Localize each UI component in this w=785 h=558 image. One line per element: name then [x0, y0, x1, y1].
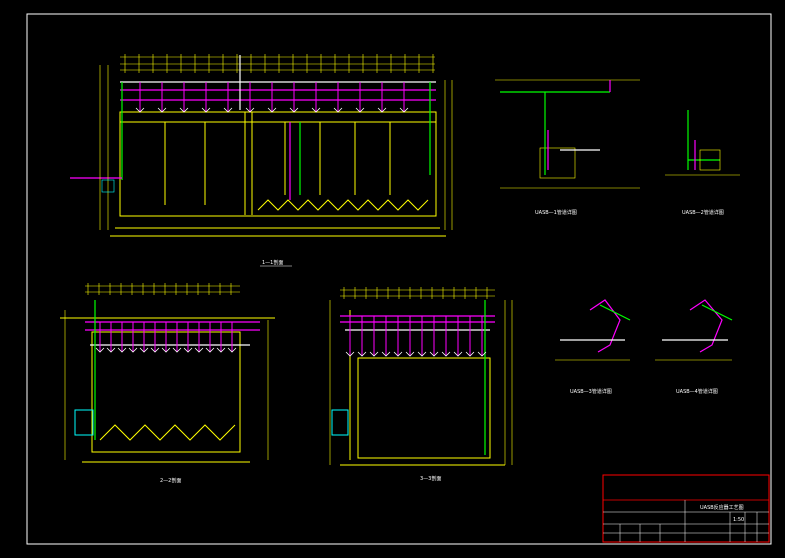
pipe-nozzle	[355, 107, 365, 113]
detail-1-caption: UASB—1管道详图	[535, 209, 577, 216]
pipe-nozzle	[477, 351, 487, 357]
detail-2-caption: UASB—2管道详图	[682, 209, 724, 216]
pipe-nozzle	[205, 347, 215, 353]
title-block-scale: 1:50	[733, 517, 744, 523]
section-2-2-side-dimensions	[64, 310, 269, 460]
title-block-project: UASB反应器工艺图	[700, 504, 744, 511]
detail-4-view: UASB—4管道详图	[655, 299, 733, 395]
pipe-nozzle	[381, 351, 391, 357]
pipe-nozzle	[183, 347, 193, 353]
pipe-nozzle	[399, 107, 409, 113]
pipe-nozzle	[393, 351, 403, 357]
pipe-nozzle	[139, 347, 149, 353]
pipe-nozzle	[377, 107, 387, 113]
pipe-nozzle	[267, 107, 277, 113]
pipe-nozzle	[429, 351, 439, 357]
pipe-nozzle	[157, 107, 167, 113]
pipe-nozzle	[95, 347, 105, 353]
pipe-nozzle	[106, 347, 116, 353]
pipe-nozzle	[245, 107, 255, 113]
pipe-nozzle	[172, 347, 182, 353]
pipe-nozzle	[465, 351, 475, 357]
section-1-1-tank	[110, 111, 446, 237]
section-3-3-side-dimensions	[329, 300, 513, 465]
title-block: UASB反应器工艺图 1:50	[602, 474, 770, 543]
pipe-nozzle	[117, 347, 127, 353]
section-2-2-caption: 2—2剖面	[160, 477, 181, 484]
pipe-nozzle	[369, 351, 379, 357]
section-2-2-top-dimensions	[85, 283, 240, 295]
detail-2-view: UASB—2管道详图	[665, 110, 740, 216]
detail-1-view: UASB—1管道详图	[495, 79, 640, 216]
pipe-nozzle	[417, 351, 427, 357]
pipe-nozzle	[216, 347, 226, 353]
section-2-2-tank	[60, 317, 275, 463]
pipe-nozzle	[161, 347, 171, 353]
pipe-nozzle	[135, 107, 145, 113]
pipe-nozzle	[150, 347, 160, 353]
section-1-1-top-dimensions	[120, 54, 435, 73]
pipe-nozzle	[345, 351, 355, 357]
section-2-2-pipes	[85, 300, 260, 440]
section-3-3-view: 3—3剖面	[329, 287, 513, 482]
section-3-3-top-dimensions	[340, 287, 495, 299]
section-3-3-pipes	[340, 300, 495, 455]
section-1-1-caption: 1—1剖面	[262, 259, 283, 266]
pipe-nozzle	[311, 107, 321, 113]
section-1-1-view: 1—1剖面	[70, 54, 453, 267]
pipe-nozzle	[223, 107, 233, 113]
pipe-nozzle	[227, 347, 237, 353]
pipe-nozzle	[453, 351, 463, 357]
pipe-nozzle	[128, 347, 138, 353]
section-1-1-side-dimensions	[99, 65, 453, 230]
detail-3-caption: UASB—3管道详图	[570, 388, 612, 395]
section-3-3-caption: 3—3剖面	[420, 475, 441, 482]
drawing-frame	[26, 13, 772, 545]
pipe-nozzle	[201, 107, 211, 113]
pipe-nozzle	[357, 351, 367, 357]
pipe-nozzle	[333, 107, 343, 113]
detail-3-view: UASB—3管道详图	[555, 299, 631, 395]
pipe-nozzle	[179, 107, 189, 113]
pipe-nozzle	[194, 347, 204, 353]
detail-4-caption: UASB—4管道详图	[676, 388, 718, 395]
section-1-1-pipes	[70, 55, 436, 200]
pipe-nozzle	[289, 107, 299, 113]
section-2-2-view: 2—2剖面	[60, 283, 275, 484]
pipe-nozzle	[405, 351, 415, 357]
section-3-3-tank	[331, 310, 505, 466]
pipe-nozzle	[441, 351, 451, 357]
